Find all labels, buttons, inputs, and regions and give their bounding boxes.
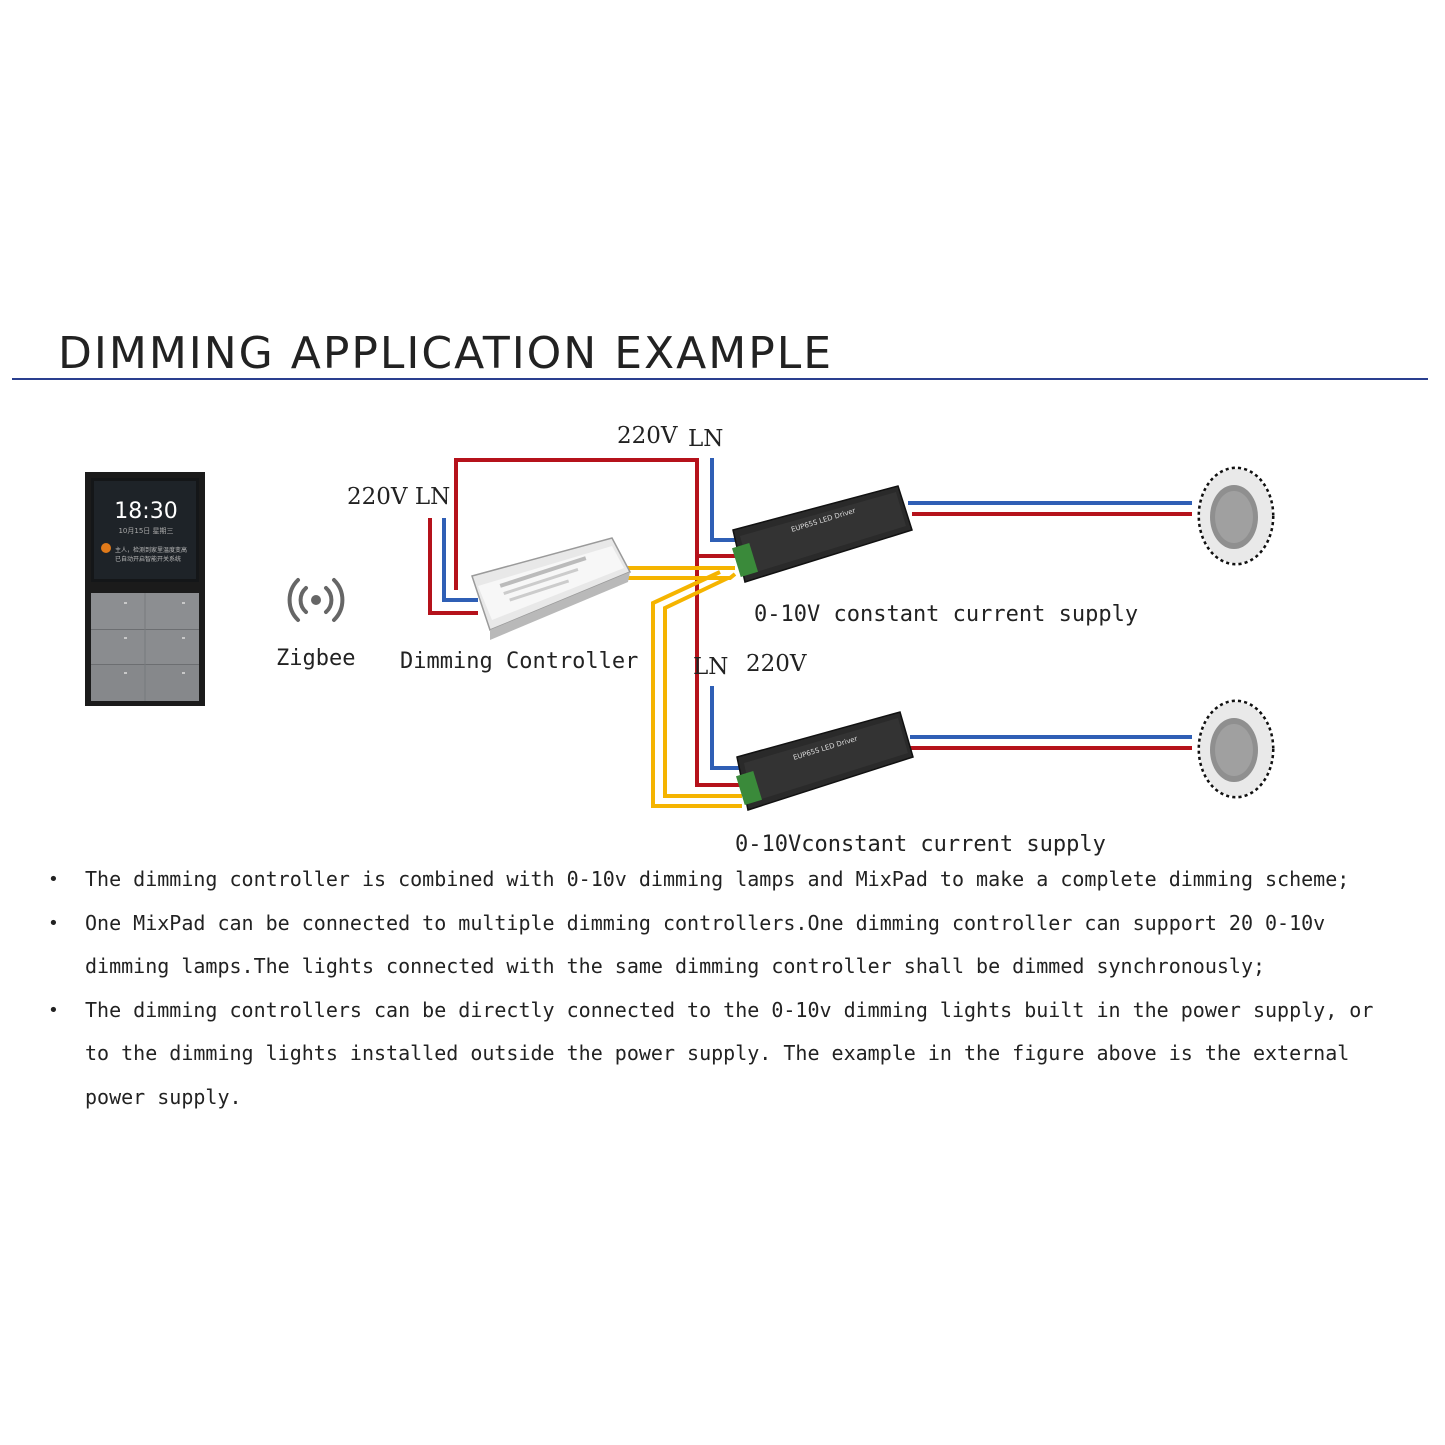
panel-message-1: 主人，检测到家里温度变高 [115,546,187,554]
downlight-2 [1197,699,1275,799]
dimming-controller-label: Dimming Controller [400,649,639,674]
driver-supply-wires [710,458,742,770]
downlight-1 [1197,466,1275,566]
note-item: The dimming controllers can be directly … [48,989,1408,1120]
note-item: One MixPad can be connected to multiple … [48,902,1408,989]
controller-supply-wires [428,458,742,787]
controller-supply-label: 220V LN [347,484,451,510]
driver2-supply-ln-label: LN [693,654,729,680]
lamp-output-wires [908,501,1192,750]
driver1-supply-ln-label: LN [688,426,724,452]
mixpad-panel: 18:30 10月15日 星期三 主人，检测到家里温度变高 已自动开启智能开关系… [85,472,205,706]
title-rule [12,378,1428,380]
driver1-caption: 0-10V constant current supply [754,602,1139,627]
panel-time: 18:30 [114,499,177,524]
panel-message-2: 已自动开启智能开关系统 [115,555,181,563]
dimming-controller-device [471,537,632,640]
note-item: The dimming controller is combined with … [48,858,1408,902]
driver2-supply-voltage-label: 220V [746,651,807,677]
zigbee-label: Zigbee [276,646,356,671]
driver1-supply-voltage-label: 220V [617,423,678,449]
page-title: DIMMING APPLICATION EXAMPLE [58,328,834,379]
dimming-signal-wires [625,566,742,808]
led-driver-1: EUP65S LED Driver [732,485,913,583]
led-driver-2: EUP65S LED Driver [736,711,914,811]
temperature-icon [101,543,111,553]
driver2-caption: 0-10Vconstant current supply [735,832,1106,857]
notes-list: The dimming controller is combined with … [48,858,1408,1119]
panel-date: 10月15日 星期三 [118,527,173,535]
zigbee-signal-icon [287,578,345,622]
